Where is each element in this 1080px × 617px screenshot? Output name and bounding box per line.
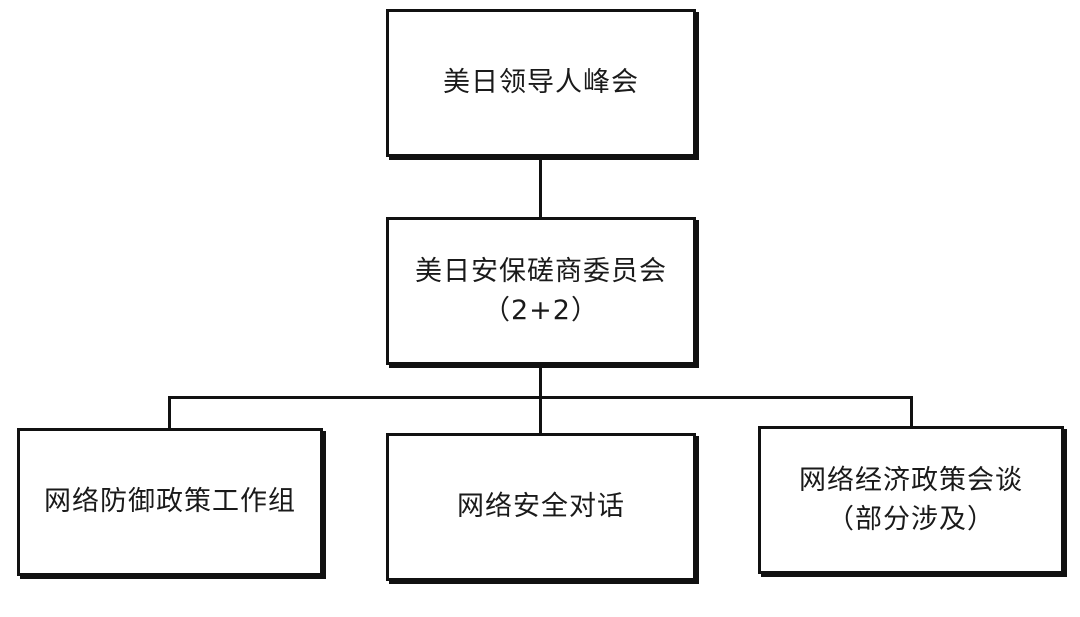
node-leaders-summit: 美日领导人峰会 — [386, 9, 696, 157]
connector-to-economic-talks — [910, 396, 913, 426]
node-cyber-economic-policy-talks: 网络经济政策会谈 （部分涉及） — [758, 426, 1064, 574]
connector-to-security-dialogue — [539, 396, 542, 433]
connector-to-defense-group — [168, 396, 171, 428]
node-2plus2-committee: 美日安保磋商委员会 （2+2） — [386, 217, 696, 365]
connector-2plus2-down — [539, 365, 542, 397]
node-label: 网络经济政策会谈 — [799, 464, 1023, 496]
node-sublabel: （部分涉及） — [827, 504, 995, 535]
node-label: 网络防御政策工作组 — [44, 486, 296, 518]
node-label: 美日领导人峰会 — [443, 67, 639, 99]
node-cyber-security-dialogue: 网络安全对话 — [386, 433, 696, 581]
node-label: 网络安全对话 — [457, 491, 625, 523]
node-sublabel: （2+2） — [483, 295, 599, 326]
node-cyber-defense-working-group: 网络防御政策工作组 — [17, 428, 323, 576]
connector-summit-to-2plus2 — [539, 157, 542, 217]
node-label: 美日安保磋商委员会 — [415, 255, 667, 287]
